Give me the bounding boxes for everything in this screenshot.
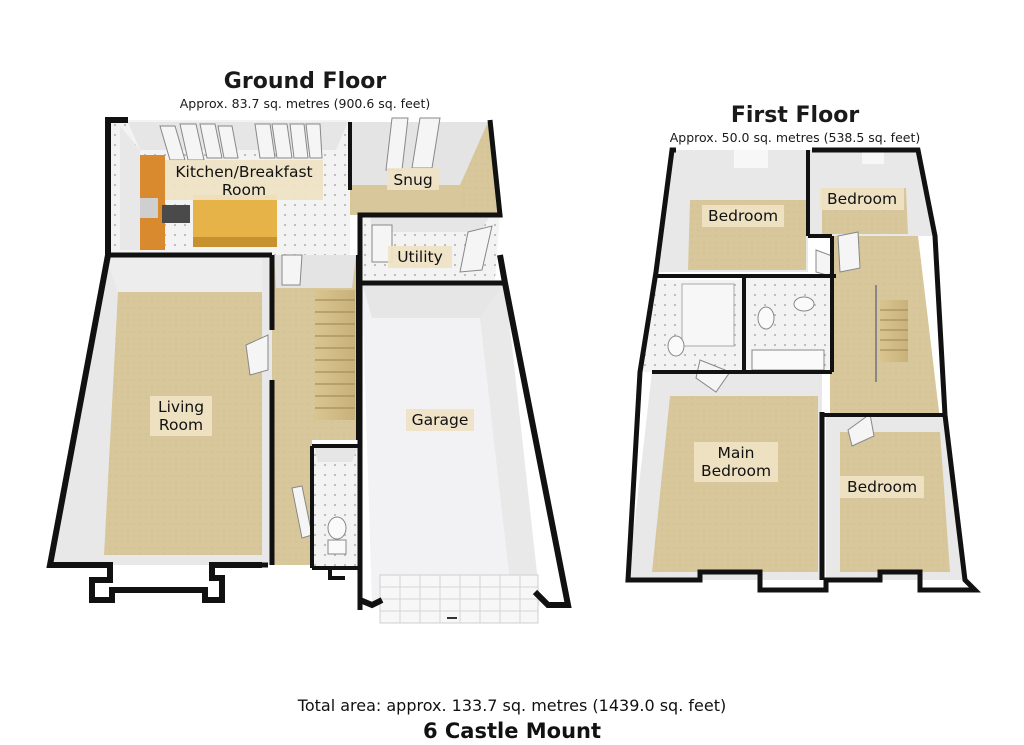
kitchen-label-line2: Room	[222, 181, 266, 199]
utility-side-door	[459, 225, 493, 273]
first-floor-area: Approx. 50.0 sq. metres (538.5 sq. feet)	[670, 130, 921, 145]
hallway	[245, 254, 358, 565]
garage-label: Garage	[412, 411, 469, 429]
stairs-ground	[315, 290, 355, 420]
toilet-icon	[327, 516, 347, 540]
snug	[350, 117, 500, 215]
address: 6 Castle Mount	[423, 719, 601, 743]
living-room-label: Living	[158, 398, 204, 416]
shower-icon	[681, 283, 735, 347]
shower-room	[640, 280, 742, 372]
main-bedroom-label: Main	[717, 444, 754, 462]
ground-floor-area: Approx. 83.7 sq. metres (900.6 sq. feet)	[180, 96, 431, 111]
total-area: Total area: approx. 133.7 sq. metres (14…	[297, 696, 726, 715]
bedroom-top-left-door	[815, 249, 833, 277]
bathroom	[746, 278, 830, 372]
stairs-first	[875, 285, 908, 382]
snug-label: Snug	[393, 171, 432, 189]
kitchen-island	[193, 195, 277, 237]
landing	[815, 231, 940, 420]
living-room-label-line2: Room	[159, 416, 203, 434]
main-bedroom-label-line2: Bedroom	[701, 462, 771, 480]
bifold-doors-left	[159, 123, 239, 161]
shower-room-toilet-icon	[667, 335, 685, 357]
kitchen-breakfast-room	[108, 120, 350, 255]
garage-door	[379, 574, 539, 624]
ground-floor-plan	[46, 117, 572, 624]
bedroom-bottom-right-door	[847, 413, 875, 447]
bathroom-toilet-icon	[757, 306, 775, 330]
hall-door	[281, 254, 303, 286]
bath-icon	[751, 349, 825, 371]
basin-icon	[793, 296, 815, 312]
sink-icon	[140, 198, 158, 218]
first-floor-title: First Floor	[731, 103, 859, 128]
living-room-door	[245, 334, 269, 376]
bifold-doors-right	[254, 123, 323, 159]
first-floor-plan	[625, 147, 982, 593]
bedroom-bottom-right-label: Bedroom	[847, 478, 917, 496]
first-floor-walls	[625, 147, 982, 593]
hob-icon	[162, 205, 190, 223]
bedroom-top-right-label: Bedroom	[827, 190, 897, 208]
ground-wc	[312, 446, 360, 568]
bedroom-top-right-door	[837, 231, 861, 273]
bedroom-top-left-label: Bedroom	[708, 207, 778, 225]
garage	[362, 283, 540, 624]
utility-label: Utility	[397, 248, 443, 266]
kitchen-label: Kitchen/Breakfast	[175, 163, 312, 181]
ground-floor-walls	[46, 117, 572, 610]
ground-floor-title: Ground Floor	[224, 69, 387, 94]
